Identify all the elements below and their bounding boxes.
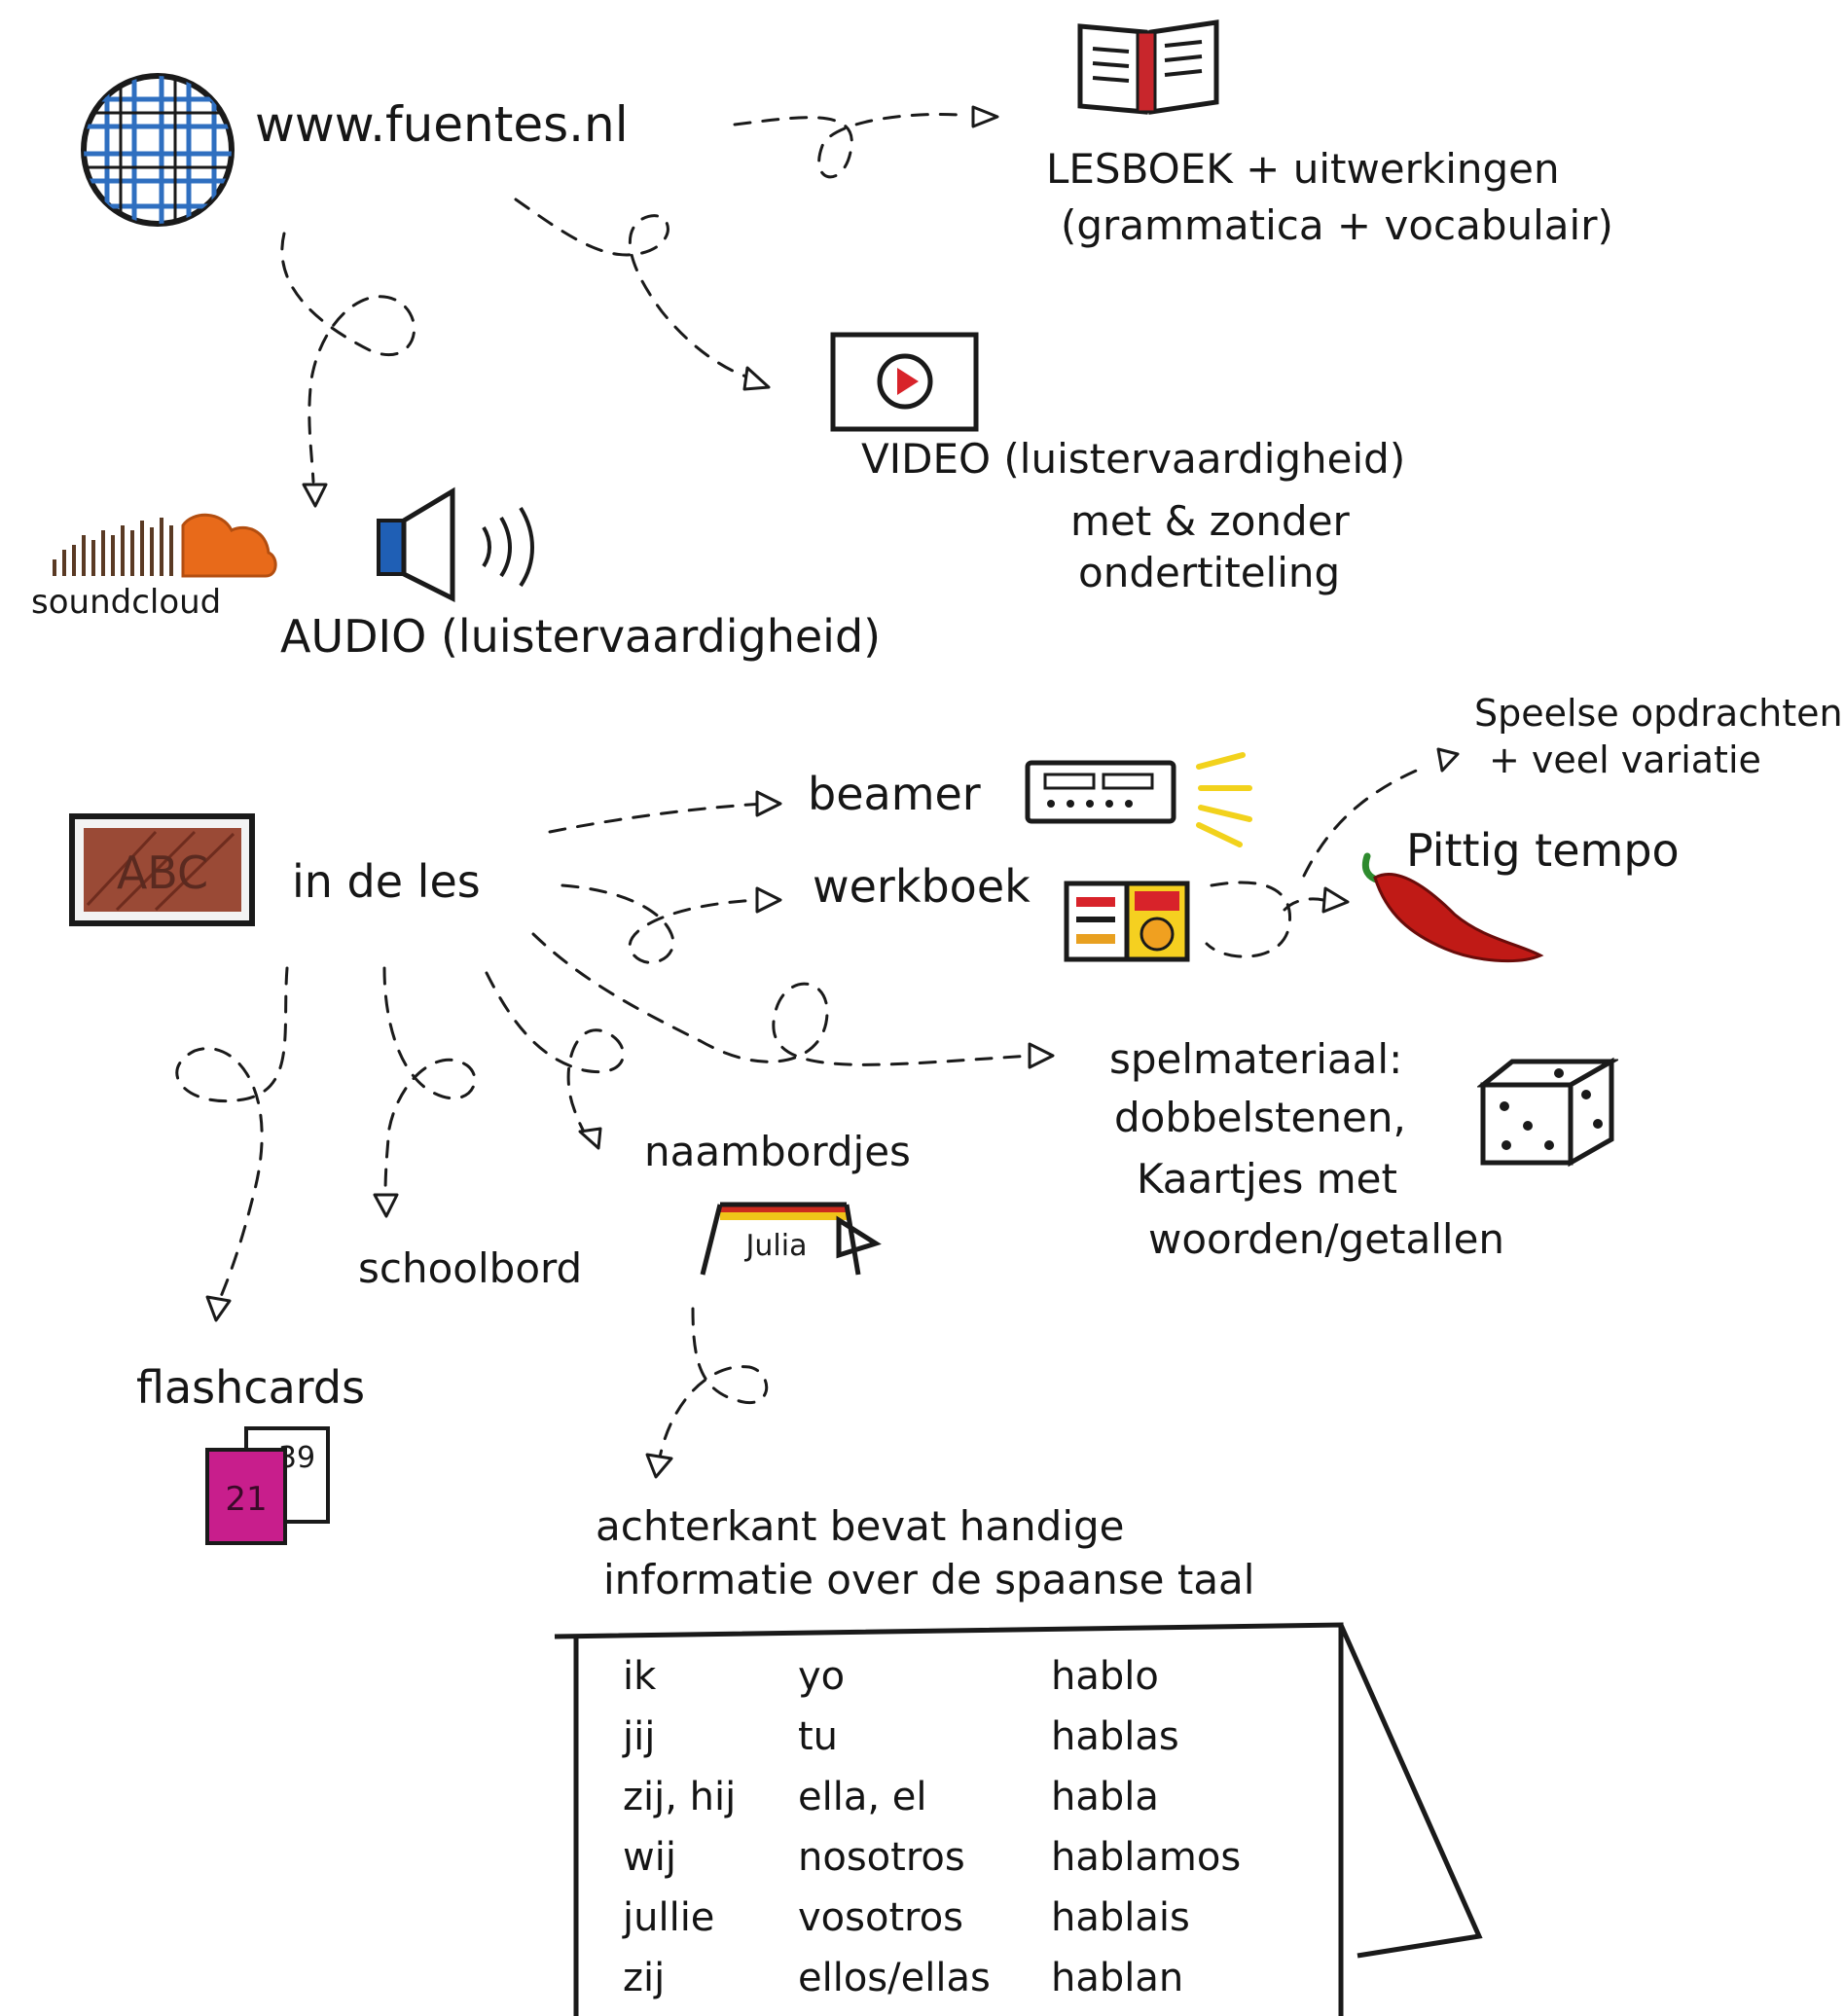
pronoun-nl: zij xyxy=(623,1956,666,2000)
chalkboard-icon: ABC xyxy=(69,813,255,926)
globe-icon xyxy=(81,73,235,227)
spelmateriaal-line4: woorden/getallen xyxy=(1148,1215,1505,1263)
spelmateriaal-line1: spelmateriaal: xyxy=(1109,1035,1403,1083)
soundcloud-text: soundcloud xyxy=(31,583,222,622)
arrow-website-video xyxy=(514,198,751,379)
pronoun-es: yo xyxy=(798,1654,846,1699)
table-row: wij nosotros hablamos xyxy=(623,1835,1304,1895)
table-row: ik yo hablo xyxy=(623,1654,1304,1714)
spelmateriaal-line3: Kaartjes met xyxy=(1137,1155,1397,1203)
name-sign-icon: Julia xyxy=(700,1202,882,1276)
speelse-line1: Speelse opdrachten xyxy=(1474,692,1843,735)
arrow-les-werkboek xyxy=(561,883,761,964)
naambordjes-label: naambordjes xyxy=(644,1128,911,1175)
pronoun-nl: zij, hij xyxy=(623,1775,737,1819)
video-player-icon xyxy=(830,332,979,432)
pronoun-es: tu xyxy=(798,1714,839,1759)
verb-form: hablan xyxy=(1051,1956,1184,2000)
verb-form: hablamos xyxy=(1051,1835,1242,1880)
lesboek-line1: LESBOEK + uitwerkingen xyxy=(1046,145,1560,193)
lesboek-line2: (grammatica + vocabulair) xyxy=(1061,201,1613,249)
projector-icon xyxy=(1025,752,1252,847)
soundcloud-logo-icon xyxy=(53,513,277,578)
in-de-les-label: in de les xyxy=(292,855,481,908)
table-row: jij tu hablas xyxy=(623,1714,1304,1775)
arrow-werkboek-pittig xyxy=(1205,881,1325,958)
achterkant-line2: informatie over de spaanse taal xyxy=(603,1556,1255,1603)
schoolbord-label: schoolbord xyxy=(358,1244,583,1292)
table-row: zij ellos/ellas hablan xyxy=(623,1956,1304,2016)
verb-form: hablais xyxy=(1051,1895,1190,1940)
video-line3: ondertiteling xyxy=(1078,549,1341,596)
video-line1: VIDEO (luistervaardigheid) xyxy=(861,435,1406,483)
speelse-line2: + veel variatie xyxy=(1489,738,1761,781)
arrow-naambordje-achterkant xyxy=(658,1307,769,1459)
pronoun-es: ellos/ellas xyxy=(798,1956,991,2000)
pronoun-nl: jullie xyxy=(623,1895,715,1940)
chalkboard-text: ABC xyxy=(117,846,208,899)
pronoun-es: nosotros xyxy=(798,1835,965,1880)
verb-form: hablo xyxy=(1051,1654,1159,1699)
video-line2: met & zonder xyxy=(1070,497,1350,545)
workbook-icon xyxy=(1064,881,1190,962)
table-row: zij, hij ella, el habla xyxy=(623,1775,1304,1835)
arrow-werkboek-speelse xyxy=(1302,767,1423,878)
pittig-label: Pittig tempo xyxy=(1406,824,1680,877)
arrow-website-lesboek xyxy=(733,113,960,179)
flashcards-label: flashcards xyxy=(136,1361,366,1414)
website-url: www.fuentes.nl xyxy=(255,96,629,153)
arrow-les-schoolbord xyxy=(382,966,477,1197)
pronoun-es: ella, el xyxy=(798,1775,927,1819)
audio-label: AUDIO (luistervaardigheid) xyxy=(280,610,882,663)
beamer-label: beamer xyxy=(808,768,981,820)
book-icon xyxy=(1077,19,1219,115)
flashcard-front-number: 21 xyxy=(225,1480,267,1519)
pronoun-nl: wij xyxy=(623,1835,676,1880)
table-row: jullie vosotros hablais xyxy=(623,1895,1304,1956)
chili-pepper-icon xyxy=(1361,852,1544,963)
dice-icon xyxy=(1477,1057,1618,1168)
spelmateriaal-line2: dobbelstenen, xyxy=(1114,1094,1406,1141)
verb-form: habla xyxy=(1051,1775,1159,1819)
folded-card-icon xyxy=(554,1622,1483,2016)
arrow-les-beamer xyxy=(548,802,766,834)
conjugation-table: ik yo hablo jij tu hablas zij, hij ella,… xyxy=(623,1654,1304,2016)
pronoun-es: vosotros xyxy=(798,1895,964,1940)
verb-form: hablas xyxy=(1051,1714,1179,1759)
achterkant-line1: achterkant bevat handige xyxy=(596,1502,1125,1550)
arrow-les-spelmateriaal xyxy=(531,932,1033,1066)
arrow-website-audio xyxy=(280,232,416,484)
werkboek-label: werkboek xyxy=(813,860,1031,913)
pronoun-nl: ik xyxy=(623,1654,657,1699)
name-sign-text: Julia xyxy=(744,1229,808,1263)
arrow-les-flashcards xyxy=(175,966,289,1301)
flashcards-icon: 39 21 xyxy=(205,1426,330,1545)
pronoun-nl: jij xyxy=(623,1714,656,1759)
speaker-icon xyxy=(377,486,534,603)
arrow-les-naambordjes xyxy=(485,971,625,1138)
